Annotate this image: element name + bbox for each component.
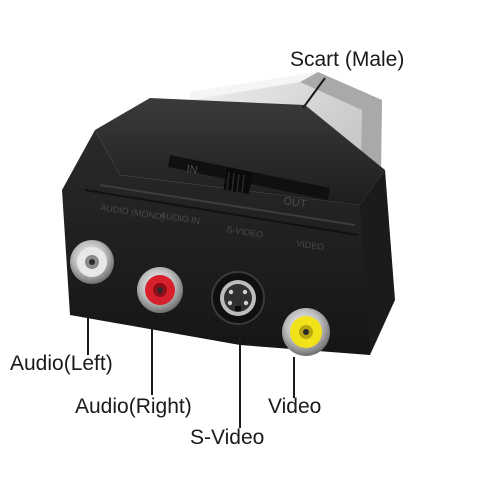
s-video-socket <box>211 271 265 325</box>
video-label: Video <box>268 395 322 418</box>
video-jack <box>282 308 330 356</box>
marking-switch-out: OUT <box>283 195 308 211</box>
audio-left-jack <box>70 240 114 284</box>
audio-right-label: Audio(Right) <box>75 395 192 418</box>
marking-switch-in: IN <box>186 163 199 177</box>
scart-male-label: Scart (Male) <box>290 48 405 71</box>
in-out-switch <box>168 155 330 200</box>
scart-leader-line <box>302 77 326 109</box>
audio-right-jack <box>137 267 183 313</box>
marking-video: VIDEO <box>296 238 325 252</box>
audio-left-label: Audio(Left) <box>10 352 113 375</box>
s-video-label: S-Video <box>190 426 265 449</box>
